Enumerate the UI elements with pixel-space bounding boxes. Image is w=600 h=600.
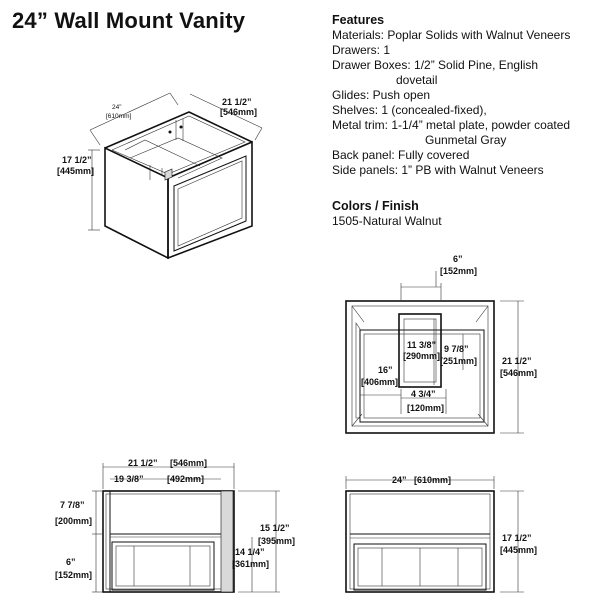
iso-width-in: 24” [112, 104, 121, 111]
feature-line: Metal trim: 1-1/4” metal plate, powder c… [332, 118, 571, 132]
side-inner-in: 19 3/8” [114, 474, 144, 484]
color-value: 1505-Natural Walnut [332, 214, 442, 228]
iso-depth-in: 21 1/2” [222, 97, 252, 107]
top-d-in: 4 3/4” [411, 389, 436, 399]
top-depth-mm: [546mm] [500, 368, 537, 378]
front-height-mm: [445mm] [500, 545, 537, 555]
feature-line: Drawers: 1 [332, 43, 391, 57]
front-width-in: 24” [392, 475, 407, 485]
side-h1-in: 15 1/2” [260, 523, 290, 533]
side-lower-in: 6” [66, 557, 76, 567]
side-lower-mm: [152mm] [55, 570, 92, 580]
side-h2-mm: [361mm] [232, 559, 269, 569]
feature-line: Drawer Boxes: 1/2” Solid Pine, English [332, 58, 539, 72]
top-depth-in: 21 1/2” [502, 356, 532, 366]
side-inner-mm: [492mm] [167, 474, 204, 484]
top-b-in: 9 7/8” [444, 344, 469, 354]
feature-line: Gunmetal Gray [425, 133, 507, 147]
side-view-drawing: 21 1/2” [546mm] 19 3/8” [492mm] 7 7/8” [… [55, 458, 295, 593]
top-a-in: 11 3/8” [407, 340, 436, 350]
iso-height-in: 17 1/2” [62, 155, 92, 165]
side-h2-in: 14 1/4” [235, 547, 265, 557]
side-total-in: 21 1/2” [128, 458, 158, 468]
features-heading: Features [332, 13, 385, 27]
iso-height-mm: [445mm] [57, 166, 94, 176]
feature-line: dovetail [396, 73, 438, 87]
isometric-drawing: 24” [610mm] 21 1/2” [546mm] 17 1/2” [445… [57, 92, 263, 260]
iso-depth-mm: [546mm] [220, 107, 257, 117]
colors-section: Colors / Finish 1505-Natural Walnut [332, 199, 442, 229]
features-section: Features Materials: Poplar Solids with W… [332, 13, 594, 178]
top-d-mm: [120mm] [407, 403, 444, 413]
feature-line: Back panel: Fully covered [332, 148, 470, 162]
side-h1-mm: [395mm] [258, 536, 295, 546]
feature-line: Glides: Push open [332, 88, 431, 102]
top-view-drawing: 6” [152mm] 11 3/8” [290mm] 9 7/8” [251mm… [345, 254, 537, 434]
top-a-mm: [290mm] [403, 351, 440, 361]
iso-width-mm: [610mm] [106, 113, 131, 120]
front-height-in: 17 1/2” [502, 533, 532, 543]
top-c-in: 16” [378, 365, 393, 375]
front-view-drawing: 24” [610mm] 17 1/2” [445mm] [345, 475, 537, 593]
top-gap-in: 6” [453, 254, 463, 264]
side-total-mm: [546mm] [170, 458, 207, 468]
top-gap-mm: [152mm] [440, 266, 477, 276]
top-b-mm: [251mm] [440, 356, 477, 366]
front-width-mm: [610mm] [414, 475, 451, 485]
page-title: 24” Wall Mount Vanity [12, 8, 246, 33]
top-c-mm: [406mm] [361, 377, 398, 387]
feature-line: Materials: Poplar Solids with Walnut Ven… [332, 28, 571, 42]
side-upper-mm: [200mm] [55, 516, 92, 526]
side-upper-in: 7 7/8” [60, 500, 85, 510]
feature-line: Shelves: 1 (concealed-fixed), [332, 103, 487, 117]
colors-heading: Colors / Finish [332, 199, 419, 213]
feature-line: Side panels: 1” PB with Walnut Veneers [332, 163, 544, 177]
